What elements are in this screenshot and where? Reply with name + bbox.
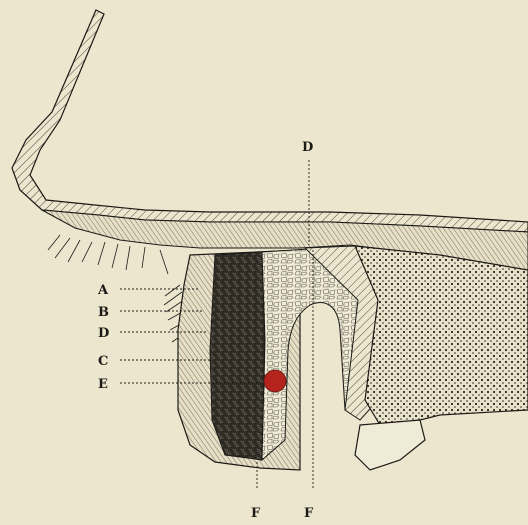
gland-column <box>210 252 265 460</box>
red-dot-marker <box>264 370 286 392</box>
label-E: E <box>98 377 108 392</box>
label-D-top: D <box>302 140 313 155</box>
label-A: A <box>97 283 109 298</box>
label-D-left: D <box>98 326 109 341</box>
label-F-left: F <box>251 506 261 521</box>
label-F-right: F <box>304 506 314 521</box>
globe-region <box>355 246 528 425</box>
label-C: C <box>98 354 108 369</box>
label-B: B <box>98 305 109 320</box>
